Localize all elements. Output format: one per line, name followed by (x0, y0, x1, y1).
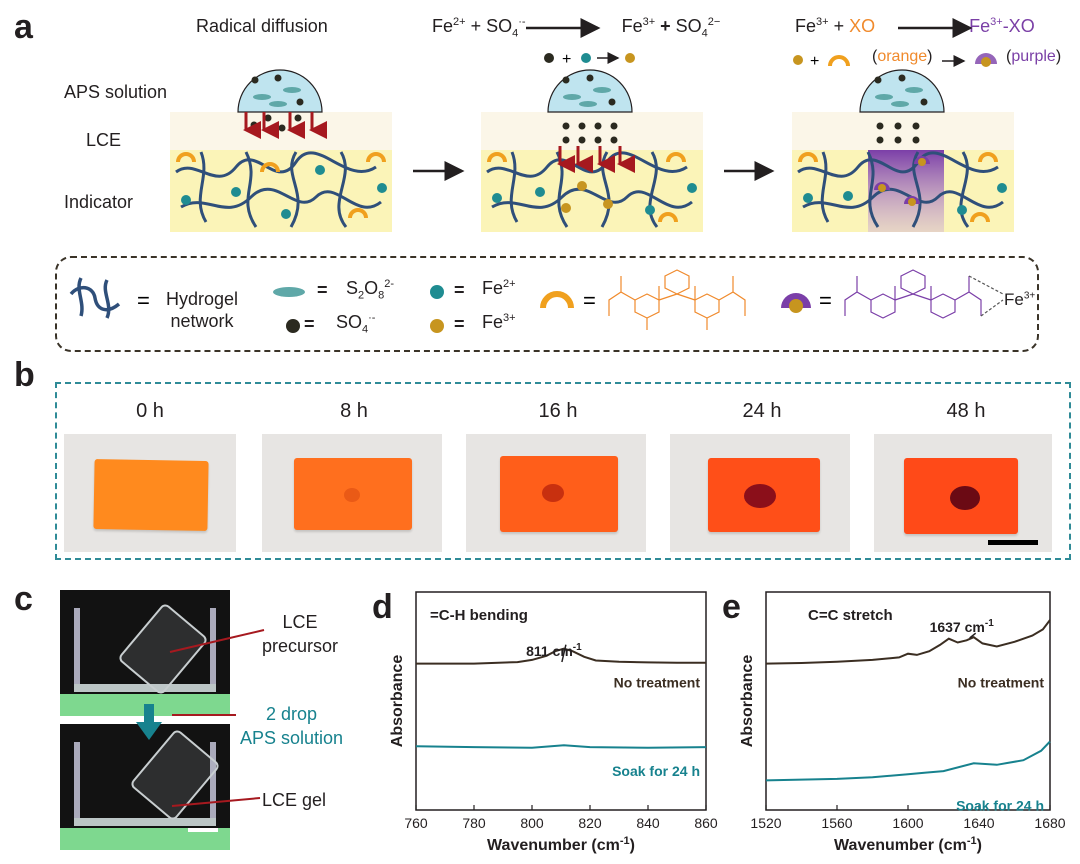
svg-text:+: + (810, 53, 819, 70)
series-line (415, 744, 707, 749)
series-line (765, 740, 1051, 782)
peak-arrow (561, 644, 567, 663)
equation-oxidation: Fe2+ + SO4·- Fe3+ + SO42− (432, 16, 721, 40)
series-label: No treatment (614, 675, 701, 691)
svg-text:=: = (137, 288, 150, 313)
photo-48h (874, 434, 1052, 552)
x-axis-label: Wavenumber (cm-1) (487, 835, 635, 854)
plot-frame (765, 591, 1051, 811)
x-tick-label: 860 (694, 815, 718, 831)
photo-16h (466, 434, 646, 552)
x-tick-label: 840 (636, 815, 660, 831)
scene-oxidation (481, 69, 703, 232)
purple-label: (purple) (1006, 48, 1062, 65)
peak-label: 811 cm-1 (526, 642, 582, 659)
equation-complexation: Fe3+ + XO Fe3+-XO (795, 16, 1035, 36)
fe3-icon (430, 319, 444, 333)
x-axis-label: Wavenumber (cm-1) (834, 835, 982, 854)
layer-label-indicator: Indicator (64, 192, 134, 212)
x-tick-label: 820 (578, 815, 602, 831)
x-tick-label: 760 (404, 815, 428, 831)
x-tick-label: 1520 (750, 815, 781, 831)
fe3-xo-complex-structure (844, 269, 982, 319)
series-label: No treatment (958, 675, 1045, 691)
legend-eq-sulfate: = (304, 314, 315, 334)
persulfate-icon (273, 287, 305, 297)
scene-radical-diffusion (170, 69, 392, 232)
layer-label-lce: LCE (86, 130, 122, 150)
schematic-diagram: + + (170, 18, 1014, 232)
plot-frame (415, 591, 707, 811)
x-tick-label: 1600 (892, 815, 923, 831)
series-label: Soak for 24 h (956, 797, 1044, 813)
series-line (765, 619, 1051, 665)
panel-c-overlay (136, 629, 265, 807)
y-axis-label: Absorbance (739, 655, 756, 748)
legend-eq-persulfate: = (317, 280, 328, 300)
legend-fe3: Fe3+ (482, 312, 516, 332)
photo-24h (670, 434, 850, 552)
photo-0h (64, 434, 236, 552)
legend-eq-fe3: = (454, 314, 465, 334)
label-lce-gel: LCE gel (262, 790, 327, 810)
series-label: Soak for 24 h (612, 763, 700, 779)
chart-annotation: C=C stretch (808, 607, 893, 624)
legend-box (55, 256, 1039, 352)
time-label-16h: 16 h (538, 400, 578, 422)
series-line (416, 647, 706, 665)
photo-8h (262, 434, 442, 552)
panel-label-c: c (14, 580, 33, 618)
photo-lce-gel (60, 724, 230, 850)
scale-bar (188, 828, 218, 832)
legend-complex-fe3: Fe3+ (1004, 290, 1036, 309)
svg-text:=: = (583, 288, 596, 313)
y-axis-label: Absorbance (389, 655, 406, 748)
x-tick-label: 800 (520, 815, 544, 831)
chart-annotation: =C-H bending (430, 607, 528, 624)
legend-symbols: = = = (69, 269, 1004, 333)
hydrogel-network-icon (69, 277, 121, 319)
x-tick-label: 780 (462, 815, 486, 831)
orange-label: (orange) (872, 48, 933, 65)
legend-persulfate: S2O82- (346, 278, 395, 302)
time-label-0h: 0 h (136, 400, 164, 422)
time-label-48h: 48 h (946, 400, 986, 422)
peak-arrow (969, 632, 977, 639)
legend-sulfate: SO4·- (336, 312, 376, 336)
scale-bar (988, 540, 1038, 545)
panel-b-frame (55, 382, 1071, 560)
legend-eq-fe2: = (454, 280, 465, 300)
photo-lce-precursor (60, 590, 230, 716)
legend-fe2: Fe2+ (482, 278, 516, 298)
fe2-icon (430, 285, 444, 299)
sulfate-radical-icon (286, 319, 300, 333)
panel-label-a: a (14, 8, 33, 46)
time-label-8h: 8 h (340, 400, 368, 422)
panel-label-e: e (722, 588, 741, 626)
time-label-24h: 24 h (742, 400, 782, 422)
x-tick-label: 1560 (821, 815, 852, 831)
scene-complexation (792, 69, 1014, 232)
peak-label: 1637 cm-1 (930, 618, 995, 635)
layer-label-aps: APS solution (64, 82, 168, 102)
x-tick-label: 1640 (963, 815, 994, 831)
panel-label-b: b (14, 356, 35, 394)
step1-title: Radical diffusion (196, 16, 328, 36)
panel-label-d: d (372, 588, 393, 626)
svg-text:+: + (562, 51, 571, 68)
x-tick-label: 1680 (1034, 815, 1065, 831)
svg-text:=: = (819, 288, 832, 313)
xylenol-orange-icon (540, 291, 574, 309)
xylenol-orange-structure (608, 269, 746, 330)
